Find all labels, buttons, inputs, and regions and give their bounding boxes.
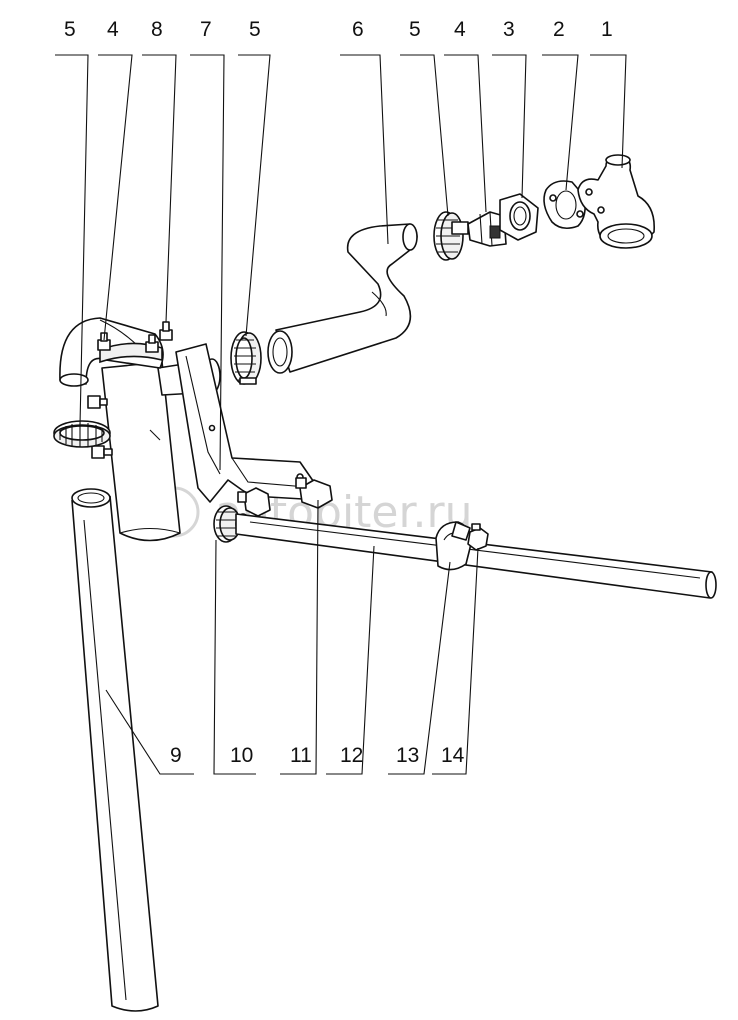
part-9-long-pipe (71, 488, 159, 1012)
callout-6: 6 (352, 18, 364, 41)
leader-line (388, 561, 451, 775)
callout-9: 9 (170, 744, 182, 767)
part-2-gasket (543, 180, 586, 230)
callout-7: 7 (200, 18, 212, 41)
leader-line (400, 54, 449, 217)
leader-line (238, 54, 271, 337)
leader-line (326, 545, 375, 775)
bottom-callouts: 9 10 11 12 13 14 (105, 499, 479, 775)
leader-line (280, 499, 319, 775)
callout-11: 11 (290, 744, 312, 767)
leader-line (542, 54, 579, 191)
callout-5-right: 5 (409, 18, 421, 41)
part-1-exhaust-elbow (577, 154, 655, 249)
bolt (159, 321, 173, 341)
leader-line (444, 54, 487, 213)
callout-1: 1 (601, 18, 613, 41)
leader-line (98, 54, 133, 341)
part-14-bolt (467, 523, 489, 551)
leader-line (432, 547, 479, 775)
part-13-pipe-clamp (435, 521, 472, 571)
callout-13: 13 (396, 744, 419, 767)
leader-line (492, 54, 527, 199)
top-callouts: 5 4 8 7 5 6 5 4 3 2 1 (55, 18, 627, 471)
part-7-bracket (175, 343, 321, 503)
callout-4-right: 4 (454, 18, 466, 41)
part-11-bolt (295, 477, 333, 509)
callout-12: 12 (340, 744, 363, 767)
hose-clamp-middle (230, 331, 262, 385)
callout-5-middle: 5 (249, 18, 261, 41)
callout-2: 2 (553, 18, 565, 41)
leader-line (213, 539, 256, 775)
bolt (91, 445, 113, 459)
part-11-nut (237, 487, 271, 517)
leader-line (340, 54, 389, 245)
callout-3: 3 (503, 18, 515, 41)
leader-line (590, 54, 627, 169)
callout-4-left: 4 (107, 18, 119, 41)
callout-8: 8 (151, 18, 163, 41)
leader-line (142, 54, 177, 323)
bolt (145, 334, 159, 353)
part-3-flange (499, 193, 539, 241)
hose-clamp-upper (433, 211, 469, 261)
leader-line (105, 689, 194, 775)
callout-10: 10 (230, 744, 253, 767)
callout-14: 14 (441, 744, 465, 767)
bolt (87, 395, 108, 409)
leader-line (55, 54, 89, 426)
part-4-union (467, 211, 507, 247)
part-6-bent-pipe (267, 223, 418, 374)
leader-line (190, 54, 225, 471)
callout-5-left: 5 (64, 18, 76, 41)
hose-clamp-left (53, 420, 111, 448)
